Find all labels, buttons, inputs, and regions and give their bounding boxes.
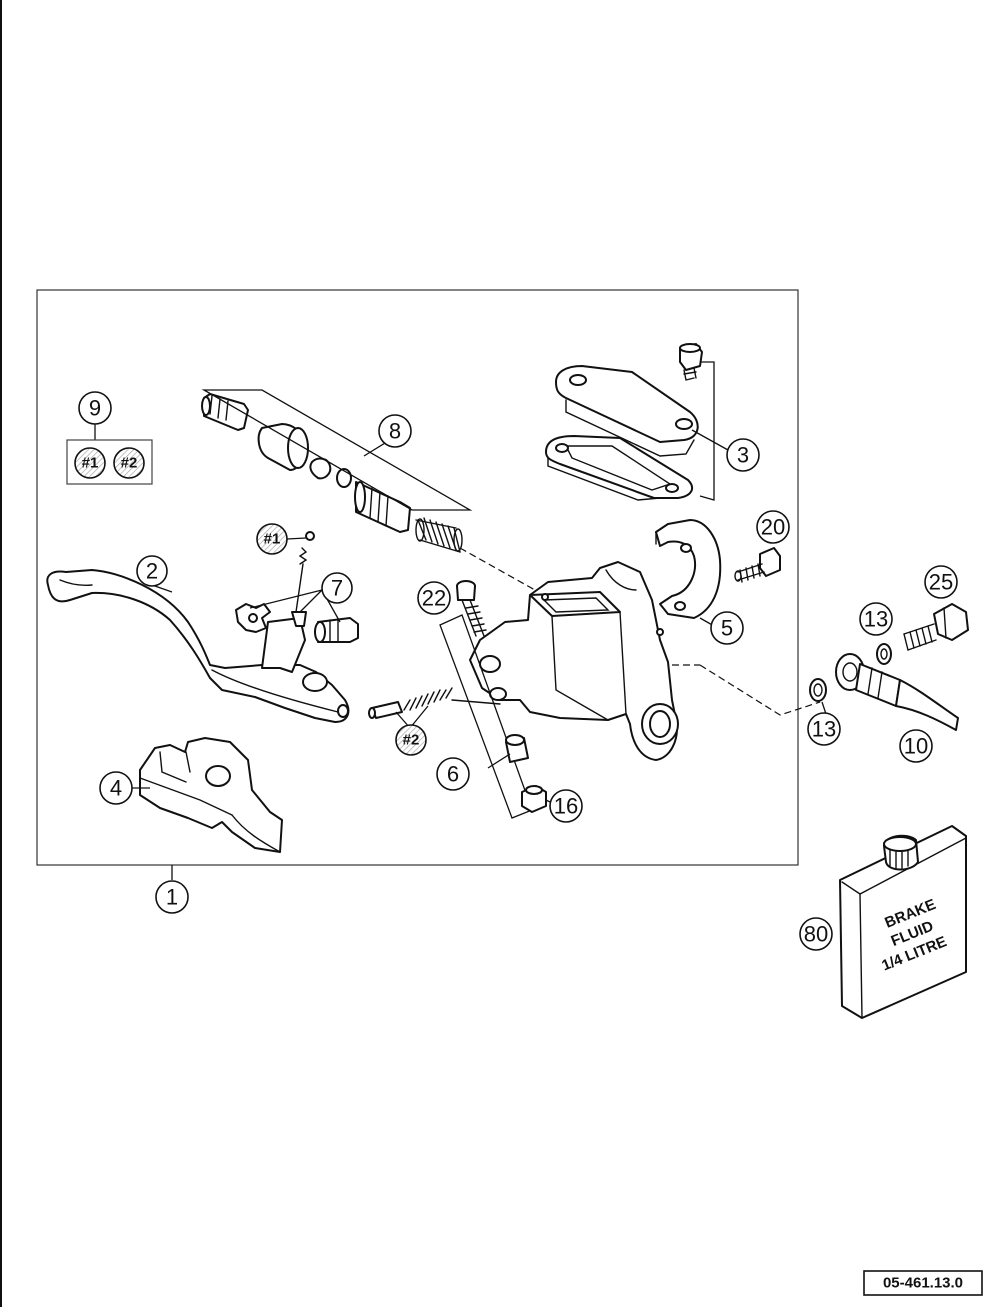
banjo-bolt-part bbox=[903, 603, 969, 651]
svg-text:05-461.13.0: 05-461.13.0 bbox=[883, 1275, 963, 1292]
leader-13b bbox=[821, 701, 827, 715]
handlebar-clamp-part bbox=[655, 519, 722, 619]
svg-text:2: 2 bbox=[146, 559, 158, 584]
callout-20: 20 bbox=[756, 510, 790, 544]
banjo-washer-outer-part bbox=[876, 643, 892, 665]
leader-3 bbox=[691, 429, 729, 451]
svg-text:7: 7 bbox=[331, 576, 343, 601]
brake-lever-part bbox=[46, 569, 350, 723]
svg-text:80: 80 bbox=[804, 922, 828, 947]
svg-text:13: 13 bbox=[864, 607, 888, 632]
leader-ref1 bbox=[286, 537, 307, 540]
svg-text:8: 8 bbox=[389, 419, 401, 444]
piston-assembly-part bbox=[201, 393, 411, 533]
bushing-part bbox=[505, 734, 529, 763]
svg-text:9: 9 bbox=[89, 396, 101, 421]
callout-22: 22 bbox=[417, 581, 451, 615]
drawing-code-box: 05-461.13.0 bbox=[863, 1270, 983, 1296]
cover-screw-part bbox=[679, 343, 703, 381]
svg-text:4: 4 bbox=[110, 776, 122, 801]
ref-marker-2: #2 bbox=[395, 724, 427, 756]
brake-hose-part bbox=[835, 653, 959, 731]
adjuster-pin-part bbox=[368, 687, 501, 719]
svg-text:13: 13 bbox=[812, 717, 836, 742]
callout-13-upper: 13 bbox=[859, 602, 893, 636]
ref-marker-1: #1 bbox=[256, 523, 288, 555]
piston-spring-part bbox=[415, 517, 463, 553]
svg-text:#2: #2 bbox=[121, 455, 138, 472]
svg-text:25: 25 bbox=[929, 570, 953, 595]
callout-3: 3 bbox=[726, 438, 760, 472]
kit-marker-2: #2 bbox=[113, 447, 145, 479]
callout-6: 6 bbox=[436, 757, 470, 791]
svg-text:#1: #1 bbox=[82, 455, 99, 472]
assembly-frame bbox=[36, 289, 799, 866]
banjo-washer-inner-part bbox=[809, 678, 827, 702]
dashed-line-8 bbox=[459, 547, 536, 591]
svg-text:22: 22 bbox=[422, 586, 446, 611]
callout-80: 80 bbox=[799, 917, 833, 951]
svg-text:#1: #1 bbox=[264, 531, 281, 548]
reservoir-cover-part bbox=[555, 365, 699, 457]
kit-box-9 bbox=[66, 439, 153, 485]
brake-fluid-can-part bbox=[839, 825, 967, 1019]
reservoir-gasket-part bbox=[545, 435, 694, 501]
svg-text:3: 3 bbox=[737, 443, 749, 468]
svg-text:16: 16 bbox=[554, 794, 578, 819]
svg-text:20: 20 bbox=[761, 515, 785, 540]
callout-8: 8 bbox=[378, 414, 412, 448]
callout-2: 2 bbox=[136, 555, 168, 587]
callout-10: 10 bbox=[899, 729, 933, 763]
callout-25: 25 bbox=[924, 565, 958, 599]
callout-13-lower: 13 bbox=[807, 712, 841, 746]
svg-text:1: 1 bbox=[166, 885, 178, 910]
svg-text:6: 6 bbox=[447, 762, 459, 787]
callout-1: 1 bbox=[155, 880, 189, 914]
leader-6 bbox=[487, 753, 511, 769]
dashed-line-hose bbox=[699, 664, 821, 716]
callout-9: 9 bbox=[78, 391, 112, 425]
master-cylinder-body-part bbox=[469, 561, 679, 761]
callout-16: 16 bbox=[549, 789, 583, 823]
lock-nut-part bbox=[521, 785, 547, 813]
kit-marker-1: #1 bbox=[74, 447, 106, 479]
svg-text:10: 10 bbox=[904, 734, 928, 759]
bracket-3 bbox=[699, 361, 715, 501]
group-outline-8 bbox=[201, 389, 473, 511]
callout-4: 4 bbox=[99, 771, 133, 805]
clamp-half-part bbox=[139, 737, 283, 853]
callout-7: 7 bbox=[321, 572, 353, 604]
callout-5: 5 bbox=[710, 611, 744, 645]
adjuster-knob-part bbox=[235, 603, 359, 643]
svg-text:#2: #2 bbox=[403, 732, 420, 749]
clamp-bolt-part bbox=[734, 547, 781, 583]
pivot-bolt-part bbox=[456, 580, 487, 637]
svg-text:5: 5 bbox=[721, 616, 733, 641]
leader-16 bbox=[545, 799, 551, 803]
small-screw-part bbox=[295, 531, 315, 613]
